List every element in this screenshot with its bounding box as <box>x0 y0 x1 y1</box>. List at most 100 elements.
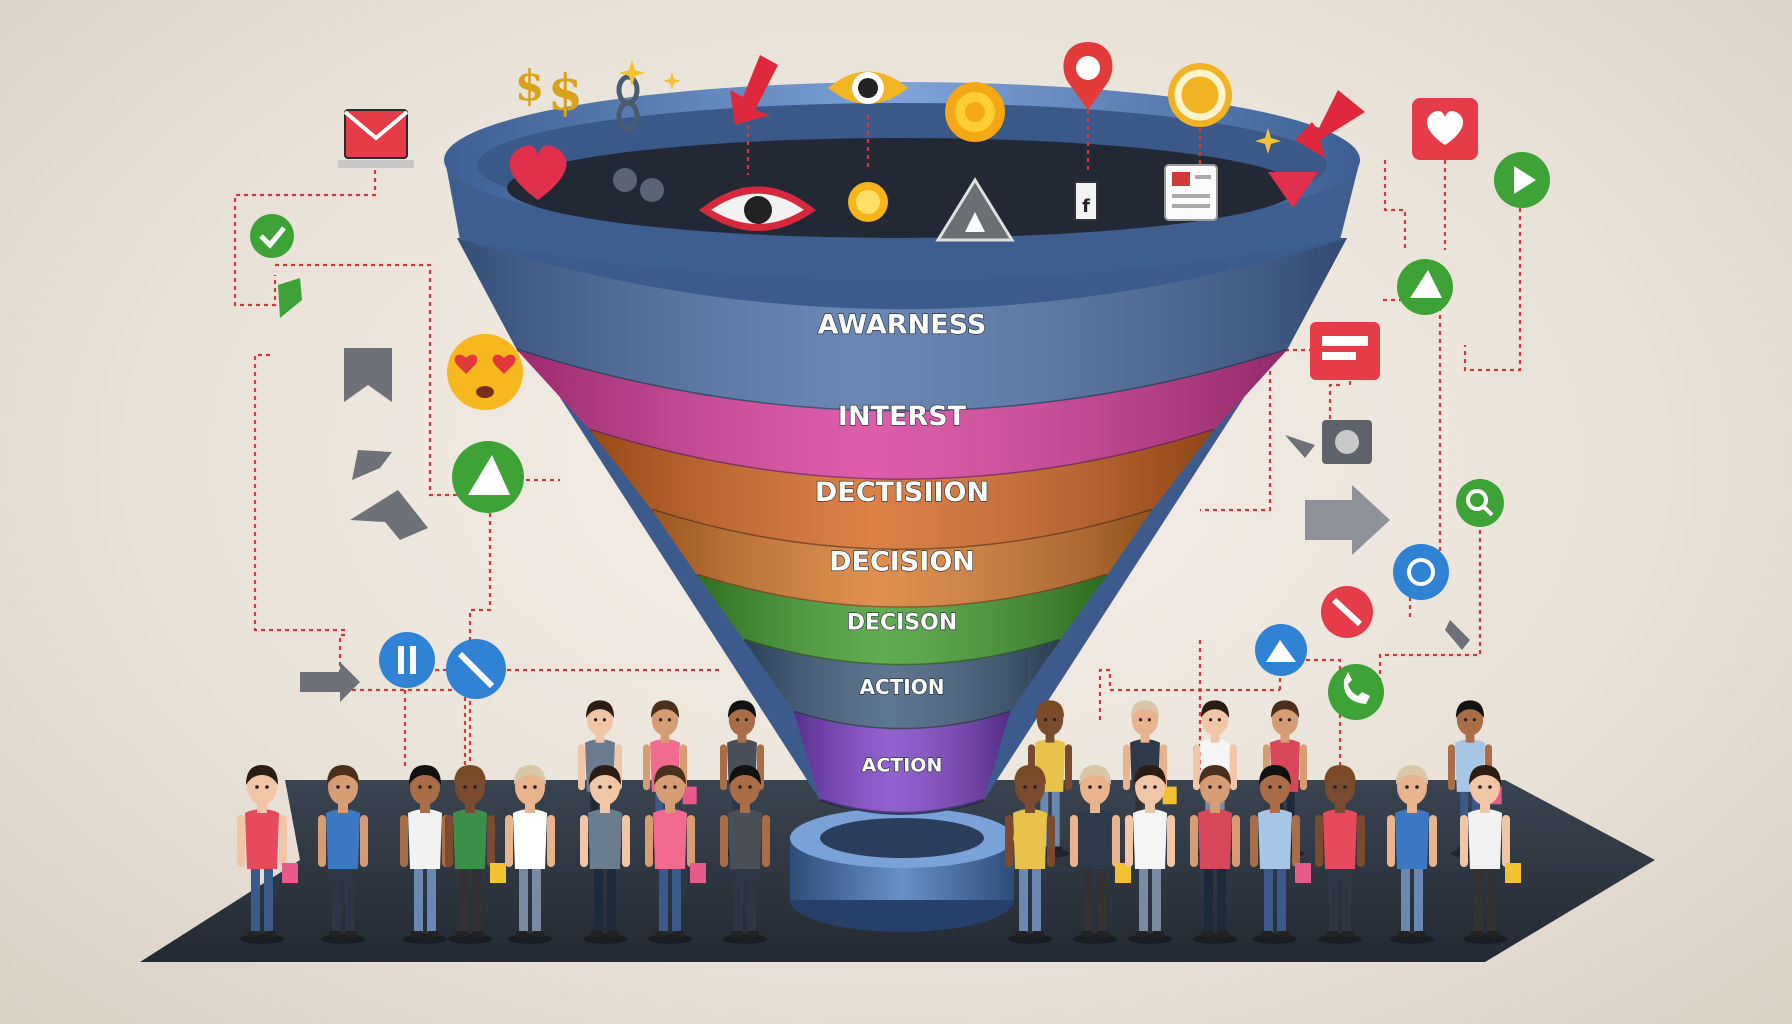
person-part <box>1088 785 1092 789</box>
warning-icon <box>935 177 1015 242</box>
person-part <box>1318 934 1362 944</box>
person-part <box>279 815 287 867</box>
person-part <box>1210 732 1220 743</box>
person-part <box>598 785 602 789</box>
person-part <box>586 703 614 736</box>
person-part <box>1193 744 1201 791</box>
arrow-icon <box>300 662 360 702</box>
person-part <box>1130 700 1160 718</box>
person-part <box>516 931 528 937</box>
heart-icon <box>1268 172 1318 208</box>
play-icon <box>1494 152 1550 208</box>
person-part <box>656 931 668 937</box>
person <box>237 765 298 944</box>
person-part <box>1396 765 1428 785</box>
person-part <box>257 801 267 813</box>
person-part <box>264 931 276 937</box>
target-icon <box>1393 544 1449 600</box>
person-part <box>1326 931 1338 937</box>
funnel-stage-label: DECISION <box>829 546 975 577</box>
person-part <box>588 809 622 869</box>
person-part <box>1200 700 1230 718</box>
refresh-icon <box>1168 63 1232 165</box>
person-part <box>1414 865 1423 935</box>
person-part <box>1025 801 1035 813</box>
funnel-inside-icons: f <box>509 145 1318 242</box>
shopping-bag-icon <box>1295 863 1311 883</box>
person-part <box>1335 801 1345 813</box>
person-part <box>1264 865 1273 935</box>
person-part <box>508 934 552 944</box>
person-part <box>1079 765 1111 785</box>
person <box>1005 765 1055 944</box>
person-part <box>651 703 679 736</box>
person-part <box>1253 934 1297 944</box>
person-part <box>427 931 439 937</box>
document-icon <box>1164 164 1218 221</box>
facebook-icon: f <box>1074 181 1098 221</box>
person-part <box>329 931 341 937</box>
person <box>645 765 706 944</box>
person-part <box>729 765 761 785</box>
person-part <box>1468 809 1502 869</box>
person-part <box>525 801 535 813</box>
person-part <box>247 769 277 805</box>
funnel-stage-label: AWARNESS <box>818 309 987 340</box>
person-part <box>1008 934 1052 944</box>
person-part <box>1032 931 1044 937</box>
person <box>720 765 770 944</box>
person-part <box>1287 718 1291 722</box>
person-part <box>1488 785 1492 789</box>
thumbs-up-icon <box>452 441 524 513</box>
person-part <box>456 931 468 937</box>
person-part <box>1013 809 1047 869</box>
person-part <box>1398 931 1410 937</box>
funnel-stage-3: DECTISIION <box>590 430 1214 552</box>
person-part <box>1133 809 1167 869</box>
person-part <box>487 815 495 867</box>
person-part <box>594 865 603 935</box>
person-part <box>360 815 368 867</box>
person-part <box>346 785 350 789</box>
person-part <box>1005 815 1013 867</box>
person-part <box>453 809 487 869</box>
person-part <box>1278 785 1282 789</box>
person-part <box>1292 815 1300 867</box>
person-part <box>1014 765 1046 785</box>
funnel-stage-5: DECISON <box>697 575 1107 667</box>
person-part <box>251 865 260 935</box>
person-part <box>1015 769 1045 805</box>
person-part <box>1455 700 1485 718</box>
person-part <box>1448 744 1456 791</box>
person-part <box>1415 785 1419 789</box>
person-part <box>731 931 743 937</box>
person-part <box>338 801 348 813</box>
person-part <box>740 801 750 813</box>
person-part <box>643 744 651 791</box>
funnel-stage-edge <box>743 638 1061 667</box>
person-part <box>1123 744 1131 791</box>
person-part <box>1250 815 1258 867</box>
person-part <box>1136 931 1148 937</box>
person-part <box>454 765 486 785</box>
person-part <box>1047 815 1055 867</box>
person-part <box>1217 931 1229 937</box>
person-part <box>326 809 360 869</box>
person-part <box>1204 865 1213 935</box>
person <box>318 765 368 944</box>
funnel-body: AWARNESSINTERSTDECTISIIONDECISIONDECISON… <box>457 238 1347 815</box>
person-part <box>408 809 442 869</box>
person-part <box>744 718 748 722</box>
person-part <box>648 934 692 944</box>
person <box>580 765 630 944</box>
eye-icon <box>828 71 908 170</box>
person-part <box>327 765 359 785</box>
person-part <box>1019 865 1028 935</box>
arrow-icon <box>352 450 392 480</box>
person-part <box>659 865 668 935</box>
person-part <box>1193 934 1237 944</box>
person-part <box>328 769 358 805</box>
person-part <box>607 931 619 937</box>
person-part <box>585 700 615 718</box>
